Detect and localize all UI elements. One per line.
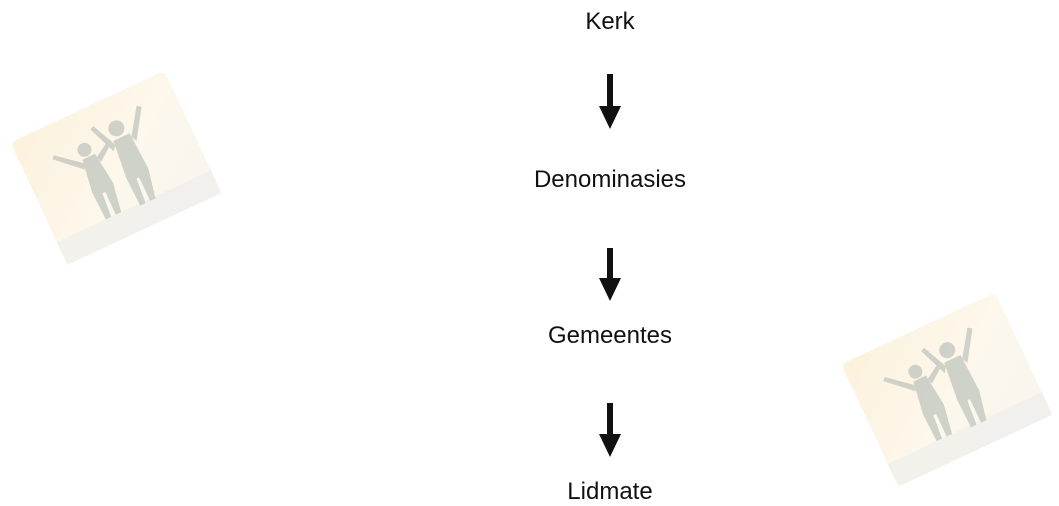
node-lidmate: Lidmate xyxy=(567,478,653,505)
node-gemeentes: Gemeentes xyxy=(547,322,673,349)
people-silhouette-icon xyxy=(883,327,987,442)
down-arrow-icon xyxy=(599,403,621,457)
down-arrow-icon xyxy=(599,248,621,301)
left-decorative-photo xyxy=(12,72,222,265)
people-silhouette-icon xyxy=(52,105,156,220)
node-kerk: Kerk xyxy=(585,8,635,35)
node-denominasies: Denominasies xyxy=(533,166,687,193)
right-decorative-photo xyxy=(843,294,1053,487)
down-arrow-icon xyxy=(599,74,621,129)
